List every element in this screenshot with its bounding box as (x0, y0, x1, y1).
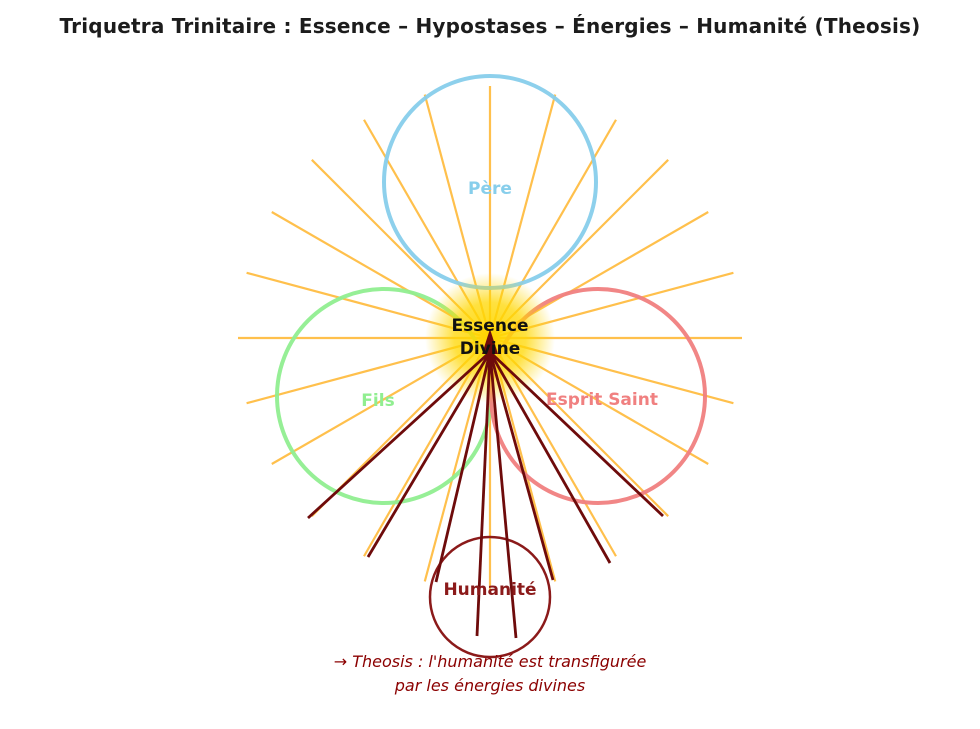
theosis-line (475, 351, 492, 637)
fils-label: Fils (361, 391, 395, 411)
essence-line1: Essence (451, 316, 529, 336)
theosis-line (307, 350, 491, 520)
humanite-circle (428, 535, 552, 659)
theosis-line (488, 351, 555, 581)
esprit-saint-label: Esprit Saint (546, 390, 658, 410)
theosis-line (434, 351, 492, 583)
theosis-caption-line1: → Theosis : l'humanité est transfigurée (333, 652, 647, 671)
humanite-label: Humanité (443, 580, 537, 600)
essence-line2: Divine (459, 339, 521, 359)
pere-label: Père (468, 179, 512, 199)
theosis-caption-line2: par les énergies divines (394, 676, 586, 695)
theosis-arrowhead-icon (482, 329, 498, 354)
theosis-line (488, 351, 518, 639)
theosis-line (488, 351, 612, 564)
page-title: Triquetra Trinitaire : Essence – Hyposta… (59, 14, 921, 38)
theosis-caption: → Theosis : l'humanité est transfigurée … (334, 650, 647, 698)
theosis-line (489, 350, 664, 518)
theosis-line (366, 351, 492, 558)
essence-divine-label: Essence Divine (451, 315, 528, 361)
